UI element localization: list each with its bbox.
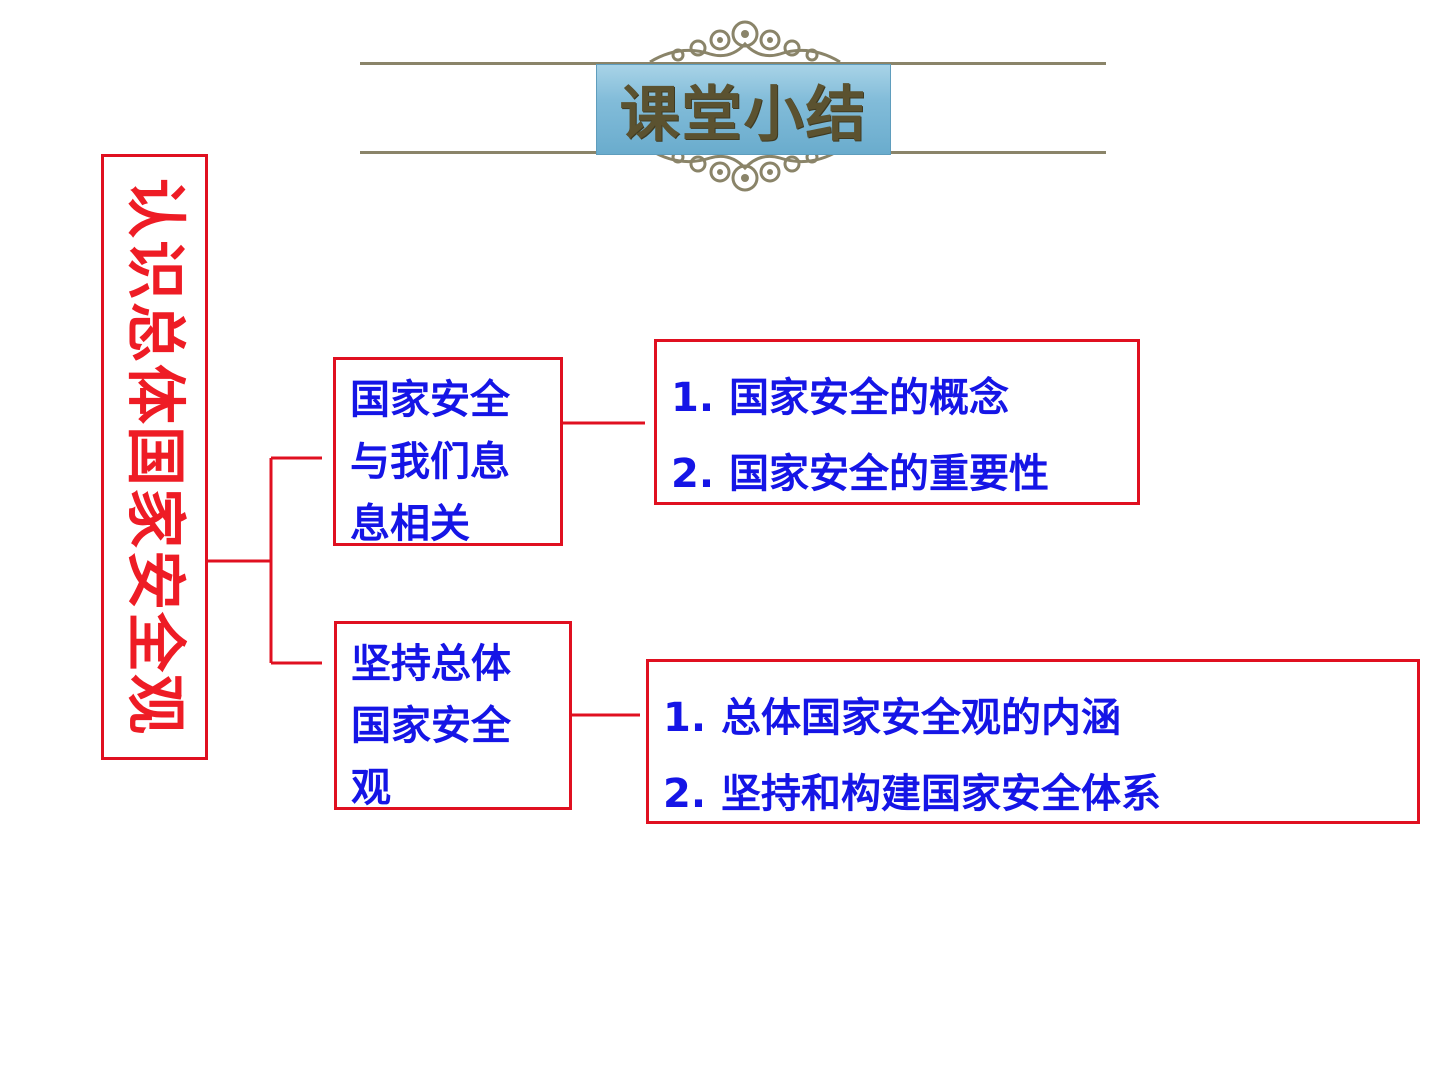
root-node: 认识总体国家安全观 [101,154,208,760]
branch-node-1-label: 国家安全 与我们息 息相关 [350,377,510,547]
leaf-item-1-2: 2. 国家安全的重要性 [671,450,1049,498]
leaf-item-number: 1. [671,375,715,421]
leaf-item-number: 2. [671,451,715,497]
branch-node-2: 坚持总体 国家安全 观 [334,621,572,811]
header-rule-top [360,62,1106,65]
leaf-item-2-1: 1. 总体国家安全观的内涵 [663,694,1121,742]
page-title: 课堂小结 [619,80,868,150]
leaf-item-number: 1. [663,695,707,741]
root-node-label: 认识总体国家安全观 [119,178,190,736]
leaf-item-text: 坚持和构建国家安全体系 [721,771,1161,817]
leaf-item-text: 国家安全的重要性 [729,451,1049,497]
leaf-box-2: 1. 总体国家安全观的内涵 2. 坚持和构建国家安全体系 [646,659,1420,824]
ornament-top-icon [649,20,841,64]
title-plate: 课堂小结 [596,64,891,155]
leaf-item-number: 2. [663,771,707,817]
leaf-item-2-2: 2. 坚持和构建国家安全体系 [663,770,1161,818]
leaf-box-1: 1. 国家安全的概念 2. 国家安全的重要性 [654,339,1140,505]
leaf-item-1-1: 1. 国家安全的概念 [671,374,1009,422]
branch-node-2-label: 坚持总体 国家安全 观 [351,641,511,811]
branch-node-1: 国家安全 与我们息 息相关 [333,357,563,547]
leaf-item-text: 总体国家安全观的内涵 [721,695,1121,741]
leaf-item-text: 国家安全的概念 [729,375,1009,421]
